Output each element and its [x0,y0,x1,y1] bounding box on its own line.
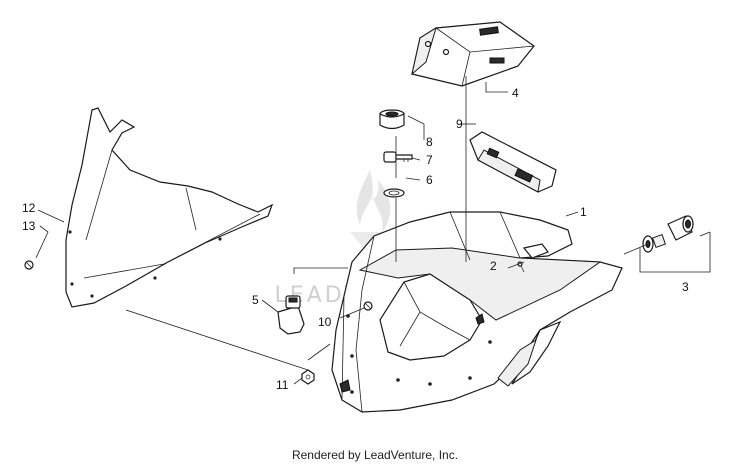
callouts: 1 2 3 4 5 6 7 8 9 10 11 12 13 [22,86,689,392]
cap-part [379,109,405,130]
screw-10-part [363,301,373,311]
callout-9: 9 [456,117,463,131]
callout-2: 2 [490,259,497,273]
callout-5: 5 [252,293,259,307]
leader-lines [35,76,711,385]
callout-3: 3 [682,280,689,294]
clip-part [517,243,549,273]
hood-part [331,211,623,413]
callout-12: 12 [22,201,36,215]
screw-13-part [24,260,34,270]
switch-part [277,295,305,335]
callout-8: 8 [426,135,433,149]
footer-credit: Rendered by LeadVenture, Inc. [291,448,459,462]
socket-part [642,215,694,253]
key-part [383,151,413,163]
callout-10: 10 [318,315,332,329]
ring-part [383,188,405,198]
callout-6: 6 [426,173,433,187]
windshield-part [65,107,274,308]
callout-13: 13 [22,219,36,233]
nut-11-part [301,369,315,385]
callout-1: 1 [580,205,587,219]
callout-7: 7 [426,153,433,167]
callout-4: 4 [512,86,519,100]
callout-11: 11 [276,378,289,392]
gauge-module-part [469,131,557,193]
storage-box-part [411,21,535,87]
